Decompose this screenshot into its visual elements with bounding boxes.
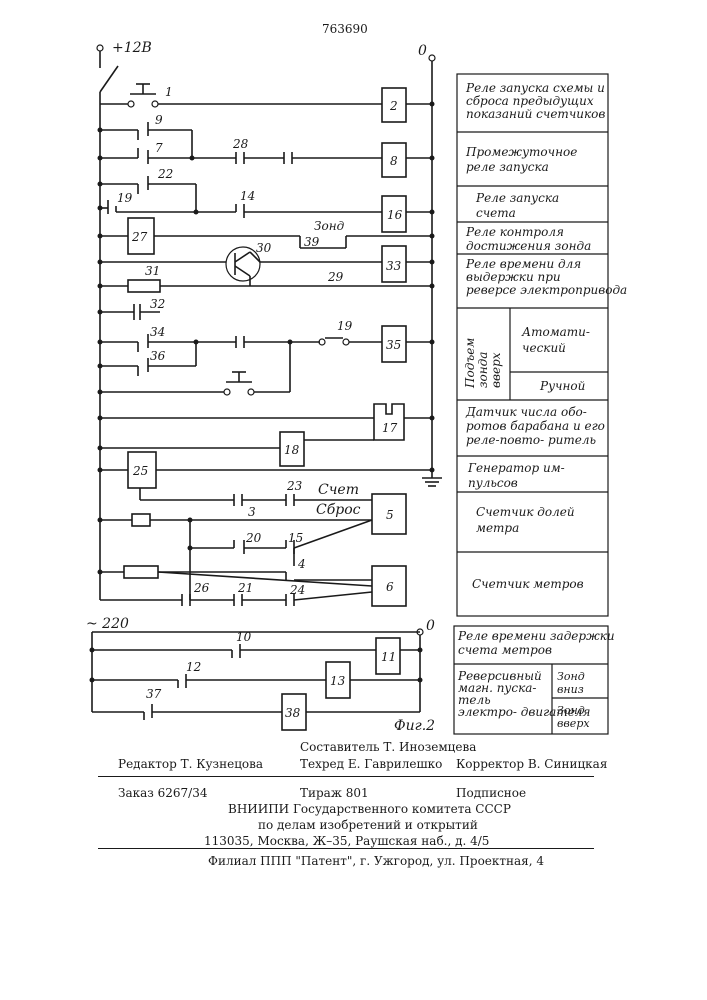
rule-top <box>98 776 594 777</box>
label-10: 10 <box>236 630 252 644</box>
publication-info: Заказ 6267/34 Тираж 801 Подписное ВНИИПИ… <box>0 782 707 842</box>
label-34: 34 <box>150 325 165 339</box>
label-7: 7 <box>155 141 163 155</box>
ac-label: ~ 220 <box>86 616 129 632</box>
label-23: 23 <box>286 479 303 493</box>
techred: Техред Е. Гаврилешко <box>300 757 442 771</box>
resistor-meter <box>124 566 158 578</box>
legend-dc: Реле запуска схемы исброса предыдущихпок… <box>457 74 627 616</box>
label-37: 37 <box>146 687 162 701</box>
legend-count-timer: Реле времени задержкисчета метров <box>457 629 615 657</box>
subscription: Подписное <box>456 786 526 800</box>
label-35: 35 <box>386 338 401 352</box>
label-3: 3 <box>248 505 256 519</box>
label-schet: Счет <box>318 482 359 498</box>
dc-plus-label: +12В <box>112 40 152 56</box>
corrector: Корректор В. Синицкая <box>456 757 607 771</box>
legend-drum-sensor: Датчик числа обо-ротов барабана и егорел… <box>465 405 605 447</box>
label-16: 16 <box>387 208 403 222</box>
label-30: 30 <box>256 241 272 255</box>
label-5: 5 <box>386 508 394 522</box>
label-22: 22 <box>157 167 173 181</box>
main-switch <box>100 66 118 92</box>
ac-supply: ~ 220 0 10 11 12 13 37 38 Фиг.2 <box>86 616 435 734</box>
org-line-2: по делам изобретений и открытий <box>258 818 478 832</box>
legend-meter-counter: Счетчик метров <box>472 577 584 591</box>
label-2: 2 <box>389 99 398 113</box>
label-zond: Зонд <box>314 219 345 233</box>
address: 113035, Москва, Ж–35, Раушская наб., д. … <box>204 834 489 848</box>
label-24: 24 <box>289 583 305 597</box>
label-14: 14 <box>240 189 255 203</box>
label-1: 1 <box>165 85 173 99</box>
print-run: Тираж 801 <box>300 786 369 800</box>
label-21: 21 <box>237 581 253 595</box>
label-18: 18 <box>284 443 300 457</box>
label-13: 13 <box>330 674 346 688</box>
branch: Филиал ППП "Патент", г. Ужгород, ул. Про… <box>208 854 544 868</box>
dc-zero-label: 0 <box>418 43 427 59</box>
circuit-diagram: 763690 +12В 0 1 2 9 7 <box>0 0 707 760</box>
rung-17: 17 <box>98 404 435 440</box>
label-4: 4 <box>297 557 306 571</box>
label-31: 31 <box>145 264 160 278</box>
editor: Редактор Т. Кузнецова <box>118 757 263 771</box>
legend-start-reset: Реле запуска схемы исброса предыдущихпок… <box>465 81 605 121</box>
label-29: 29 <box>327 270 344 284</box>
legend-probe-down: Зондвниз <box>557 670 585 696</box>
label-38: 38 <box>285 706 301 720</box>
label-9: 9 <box>155 113 163 127</box>
label-25: 25 <box>132 464 148 478</box>
legend-pulse-gen: Генератор им-пульсов <box>467 461 565 490</box>
label-33: 33 <box>386 259 402 273</box>
org-line-1: ВНИИПИ Государственного комитета СССР <box>228 802 511 816</box>
label-15: 15 <box>288 531 303 545</box>
legend-reverse-timer: Реле времени длявыдержки приреверсе элек… <box>465 257 627 297</box>
rung-35: 34 19 35 36 <box>98 319 435 395</box>
label-36: 36 <box>150 349 166 363</box>
figure-label: Фиг.2 <box>394 718 435 734</box>
label-8: 8 <box>390 154 398 168</box>
order: Заказ 6267/34 <box>118 786 208 800</box>
legend-fraction-counter: Счетчик долейметра <box>476 505 575 535</box>
label-12: 12 <box>186 660 201 674</box>
label-sbros: Сброс <box>316 502 361 518</box>
rung-6: 6 26 21 24 <box>98 566 407 606</box>
legend-manual: Ручной <box>539 379 585 393</box>
capacitor-in <box>132 514 150 526</box>
ac-zero-label: 0 <box>426 618 435 634</box>
legend-intermediate: Промежуточноереле запуска <box>465 145 577 174</box>
rung-reset: Сброс 20 15 4 <box>98 502 373 600</box>
page-number: 763690 <box>322 22 368 36</box>
transistor-30 <box>226 247 260 281</box>
label-19: 19 <box>117 191 133 205</box>
legend-lift-group: Подъемзондавверх <box>463 338 503 389</box>
legend-automatic: Атомати-ческий <box>521 325 590 355</box>
label-32: 32 <box>150 297 165 311</box>
legend-count-start: Реле запускасчета <box>475 191 559 220</box>
label-6: 6 <box>386 580 394 594</box>
label-20: 20 <box>245 531 262 545</box>
label-17: 17 <box>382 421 398 435</box>
label-19b: 19 <box>337 319 353 333</box>
legend-ac: Реле времени задержкисчета метров Реверс… <box>454 626 615 734</box>
legend-probe-control: Реле контролядостижения зонда <box>465 225 591 253</box>
rule-bottom <box>98 848 594 849</box>
resistor-31 <box>128 280 160 292</box>
rung-32: 32 <box>98 297 166 320</box>
label-39: 39 <box>304 235 320 249</box>
label-11: 11 <box>381 650 396 664</box>
label-27: 27 <box>131 230 148 244</box>
label-26: 26 <box>193 581 210 595</box>
rung-1: 1 2 <box>100 84 435 122</box>
compiler: Составитель Т. Иноземцева <box>300 740 476 754</box>
branch-line: Филиал ППП "Патент", г. Ужгород, ул. Про… <box>0 852 707 872</box>
label-28: 28 <box>232 137 249 151</box>
